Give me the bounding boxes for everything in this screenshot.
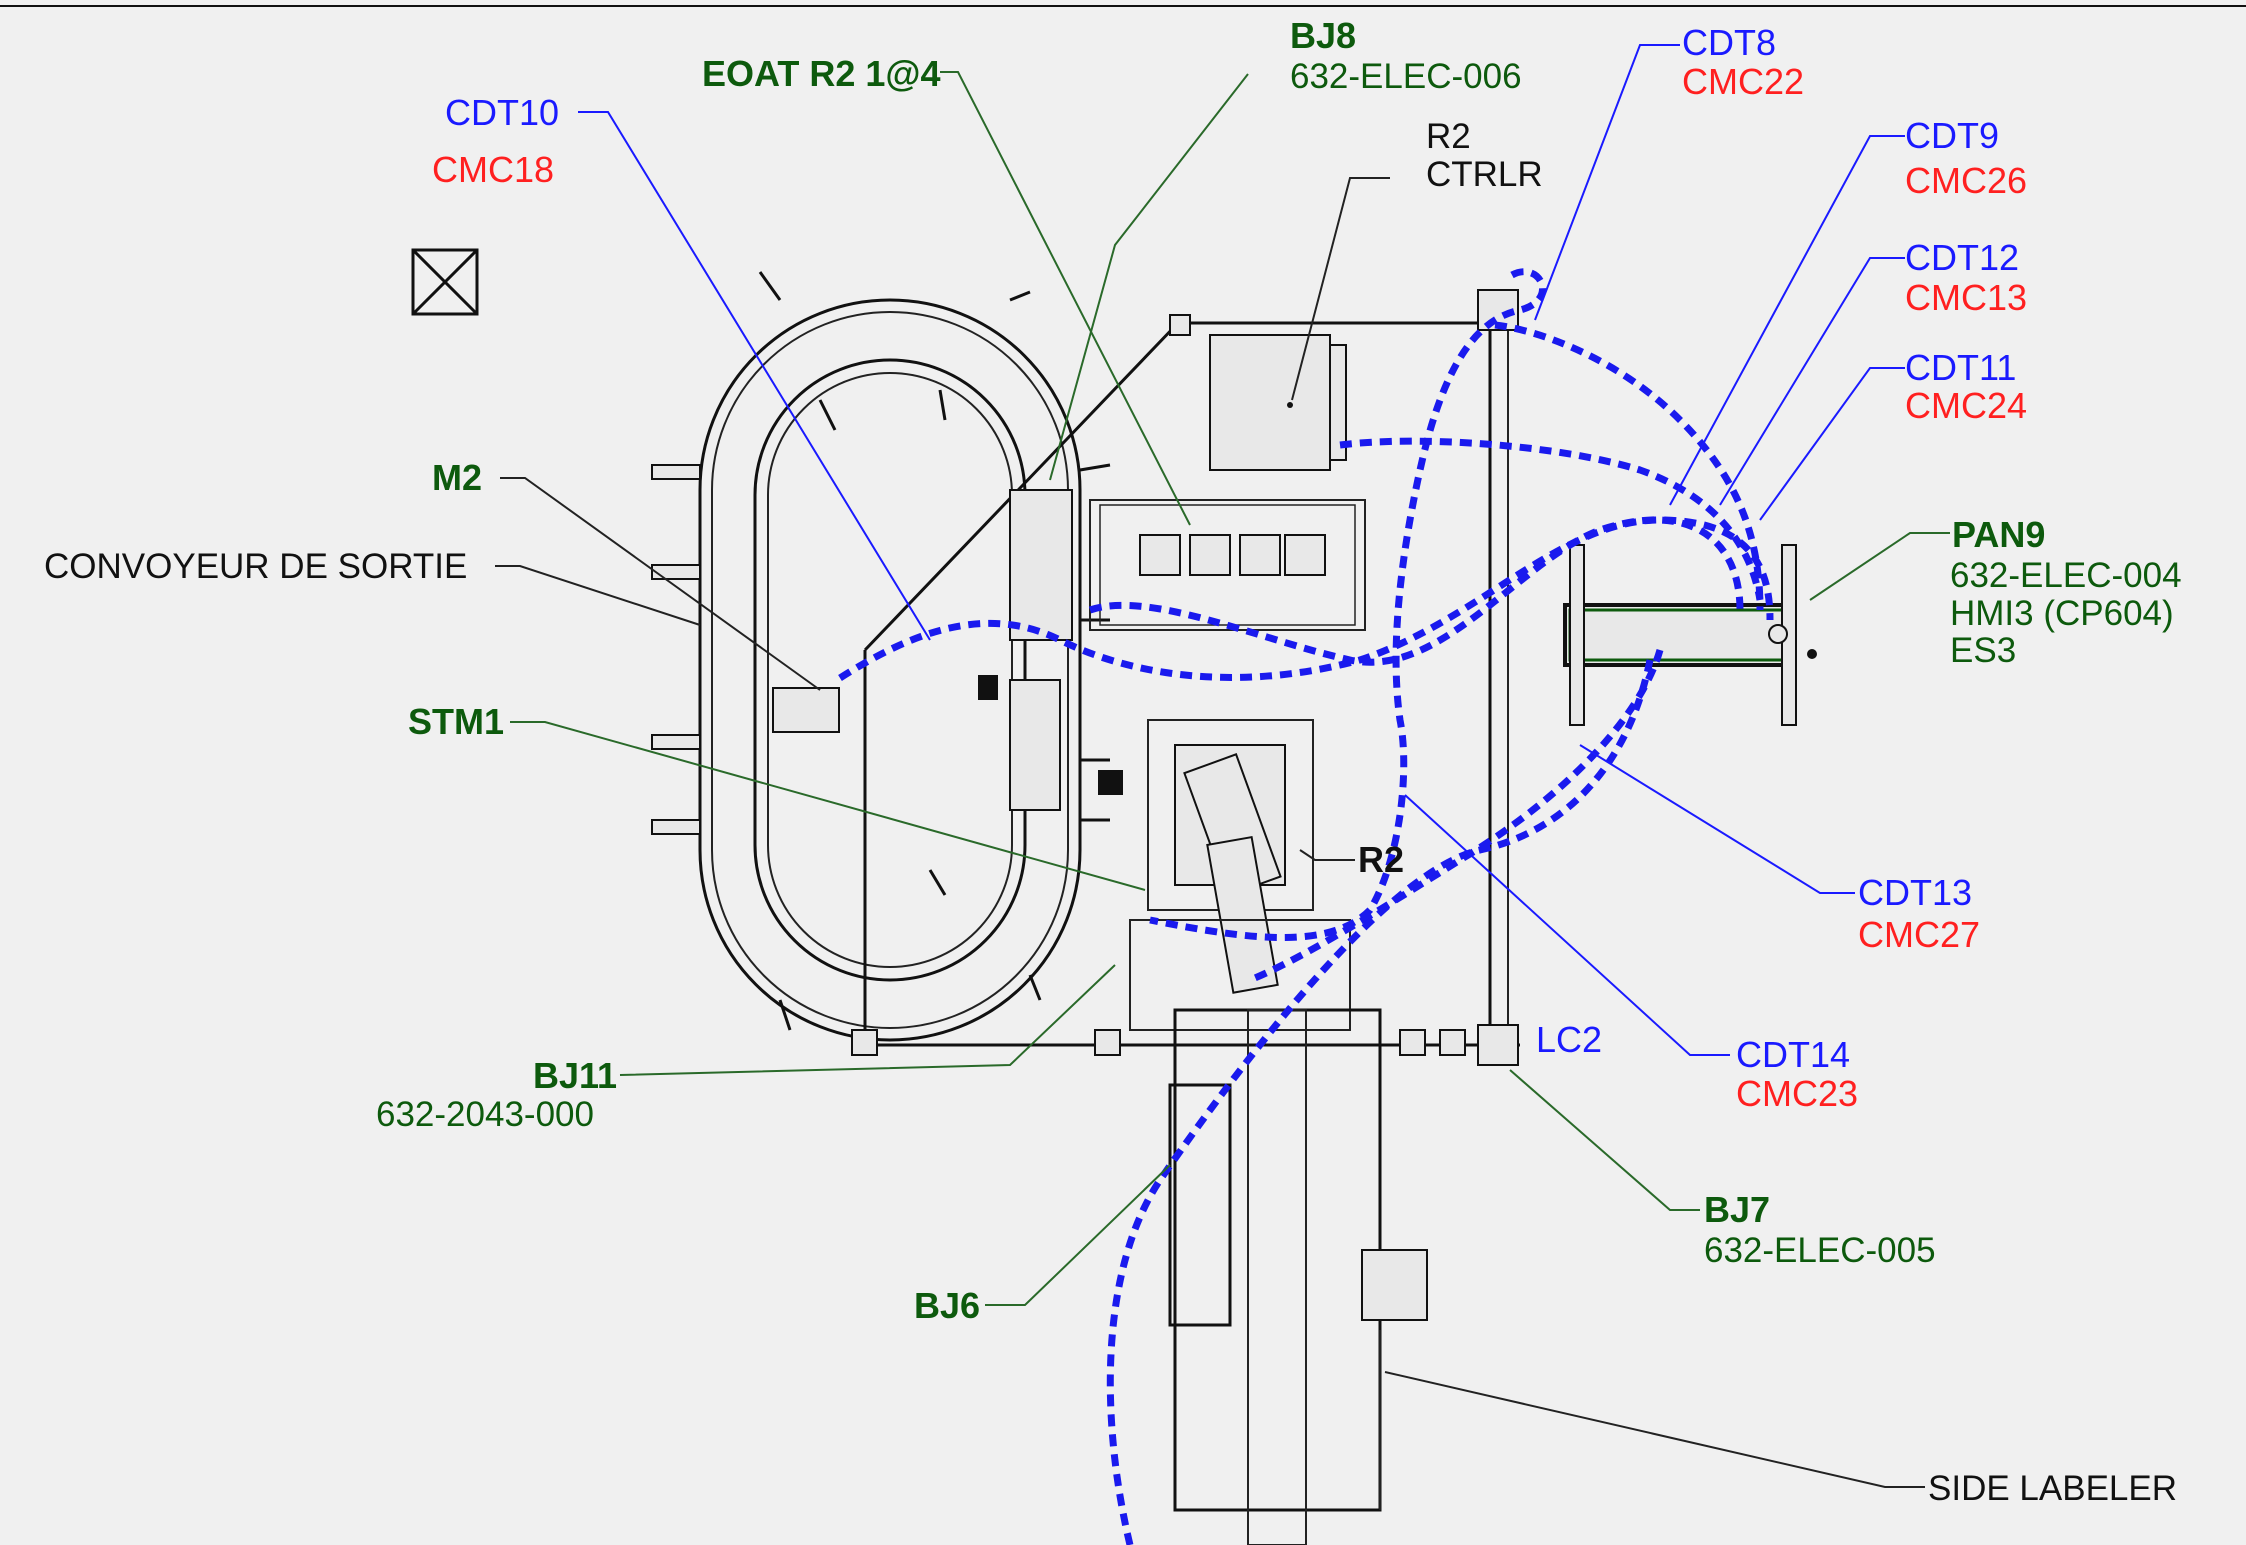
label-cmc13: CMC13 xyxy=(1905,277,2027,318)
leader-lines xyxy=(495,44,1950,1488)
r2-controller xyxy=(1209,334,1347,471)
label-cdt9: CDT9 xyxy=(1905,115,1999,156)
label-r2-ctrlr-line1: R2 xyxy=(1426,117,1471,156)
label-m2: M2 xyxy=(432,457,482,498)
conveyor-mounts-left xyxy=(651,464,701,835)
label-convoyeur: CONVOYEUR DE SORTIE xyxy=(44,547,467,586)
label-r2-ctrlr-line2: CTRLR xyxy=(1426,155,1543,194)
label-bj8-part: 632-ELEC-006 xyxy=(1290,57,1522,96)
label-pan9-es: ES3 xyxy=(1950,631,2016,670)
label-cdt14: CDT14 xyxy=(1736,1034,1850,1075)
label-r2-robot: R2 xyxy=(1358,839,1404,880)
label-bj6: BJ6 xyxy=(914,1285,980,1326)
pan9-hmi-panel xyxy=(1563,544,1817,726)
label-cmc18: CMC18 xyxy=(432,149,554,190)
label-bj7-part: 632-ELEC-005 xyxy=(1704,1231,1936,1270)
cable-routes xyxy=(838,268,1774,1545)
missing-image-icon xyxy=(411,248,479,316)
label-pan9-part: 632-ELEC-004 xyxy=(1950,556,2182,595)
label-eoat: EOAT R2 1@4 xyxy=(702,53,941,94)
label-cmc27: CMC27 xyxy=(1858,914,1980,955)
label-cmc26: CMC26 xyxy=(1905,160,2027,201)
label-stm1: STM1 xyxy=(408,701,504,742)
label-bj11: BJ11 xyxy=(533,1055,617,1096)
bj8-panel xyxy=(978,489,1123,811)
label-cdt11: CDT11 xyxy=(1905,347,2016,388)
annotations: CDT10 CMC18 EOAT R2 1@4 BJ8 632-ELEC-006… xyxy=(44,15,2182,1508)
conveyor-spokes xyxy=(758,271,1111,1031)
label-cmc22: CMC22 xyxy=(1682,61,1804,102)
label-cdt10: CDT10 xyxy=(445,92,559,133)
label-cdt12: CDT12 xyxy=(1905,237,2019,278)
label-bj11-part: 632-2043-000 xyxy=(376,1095,594,1134)
label-pan9: PAN9 xyxy=(1952,514,2045,555)
label-cmc23: CMC23 xyxy=(1736,1073,1858,1114)
robot-r2 xyxy=(1129,719,1351,1031)
label-lc2: LC2 xyxy=(1536,1019,1602,1060)
junction-box-strip xyxy=(1089,499,1366,631)
label-cdt13: CDT13 xyxy=(1858,872,1972,913)
conveyor-inner-block xyxy=(772,687,840,733)
label-pan9-hmi: HMI3 (CP604) xyxy=(1950,594,2174,633)
output-conveyor-m2 xyxy=(651,271,1111,1042)
label-bj8: BJ8 xyxy=(1290,15,1356,56)
label-cmc24: CMC24 xyxy=(1905,385,2027,426)
label-bj7: BJ7 xyxy=(1704,1189,1770,1230)
label-side-labeler: SIDE LABELER xyxy=(1928,1469,2177,1508)
side-labeler xyxy=(1168,1008,1428,1545)
label-cdt8: CDT8 xyxy=(1682,22,1776,63)
